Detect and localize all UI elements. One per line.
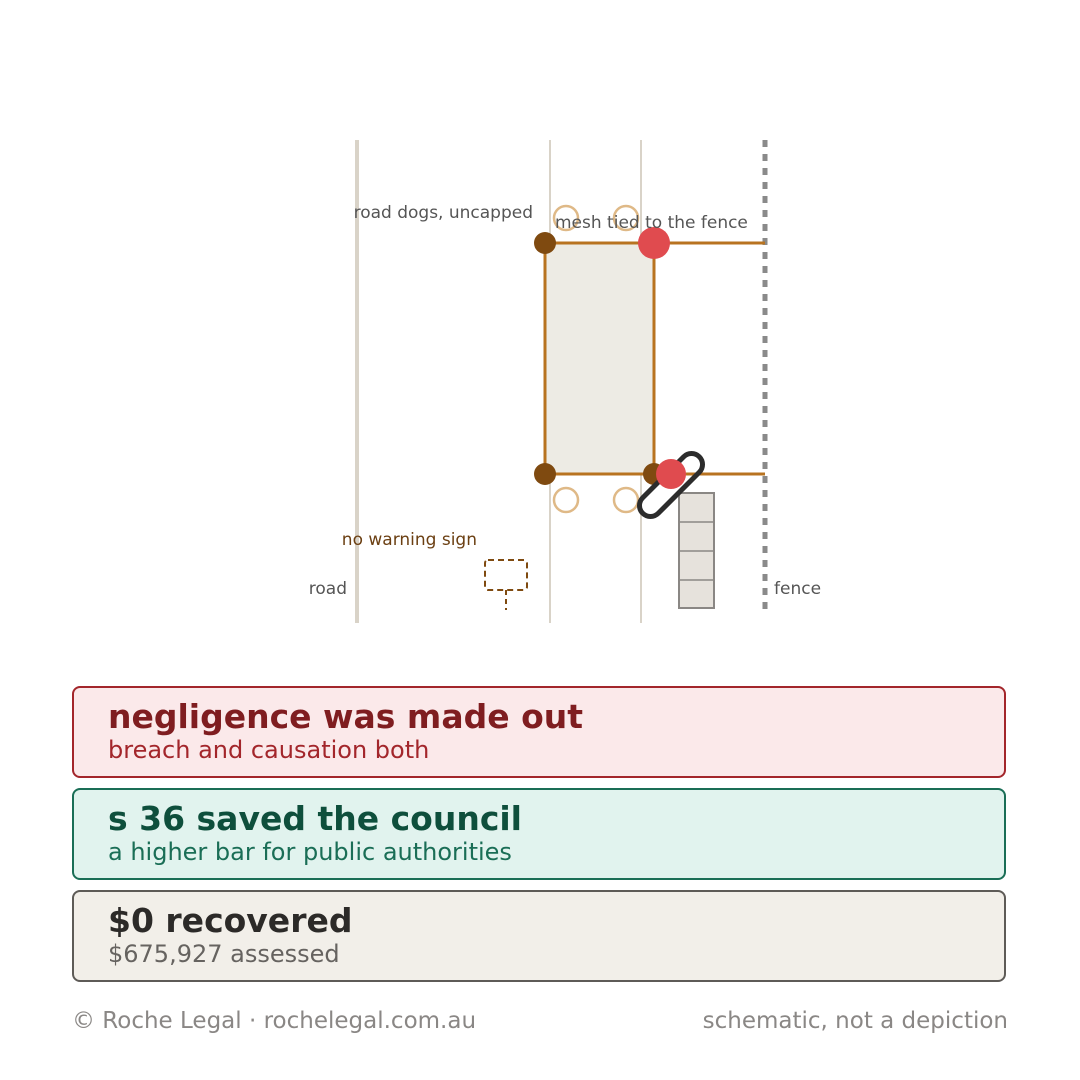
steps-icon	[678, 492, 715, 609]
label-fence: fence	[774, 579, 821, 599]
negligence-title: negligence was made out	[108, 697, 584, 736]
hazard-point-bottom	[656, 459, 686, 489]
post-dot	[534, 463, 556, 485]
recovered-title: $0 recovered	[108, 901, 353, 940]
site-diagram: road dogs, uncapped mesh tied to the fen…	[309, 140, 821, 623]
s36-subtitle: a higher bar for public authorities	[108, 838, 512, 866]
barrier-panel	[543, 241, 656, 476]
road-dog-ring	[612, 204, 640, 232]
recovered-subtitle: $675,927 assessed	[108, 940, 340, 968]
s36-title: s 36 saved the council	[108, 799, 522, 838]
copyright-text: © Roche Legal · rochelegal.com.au	[72, 1008, 477, 1034]
recovered-card: $0 recovered $675,927 assessed	[72, 890, 1006, 982]
label-road: road	[309, 579, 347, 599]
label-warning-sign: no warning sign	[342, 530, 477, 550]
road-dog-ring	[552, 204, 580, 232]
post-dot	[534, 232, 556, 254]
disclaimer-text: schematic, not a depiction	[702, 1008, 1008, 1034]
negligence-card: negligence was made out breach and causa…	[72, 686, 1006, 778]
road-dog-ring	[552, 486, 580, 514]
road-dog-ring	[612, 486, 640, 514]
s36-card: s 36 saved the council a higher bar for …	[72, 788, 1006, 880]
hazard-point-top	[638, 227, 670, 259]
label-mesh: mesh tied to the fence	[555, 213, 748, 233]
label-road-dogs: road dogs, uncapped	[354, 203, 533, 223]
negligence-subtitle: breach and causation both	[108, 736, 430, 764]
warning-sign-icon	[484, 559, 528, 610]
